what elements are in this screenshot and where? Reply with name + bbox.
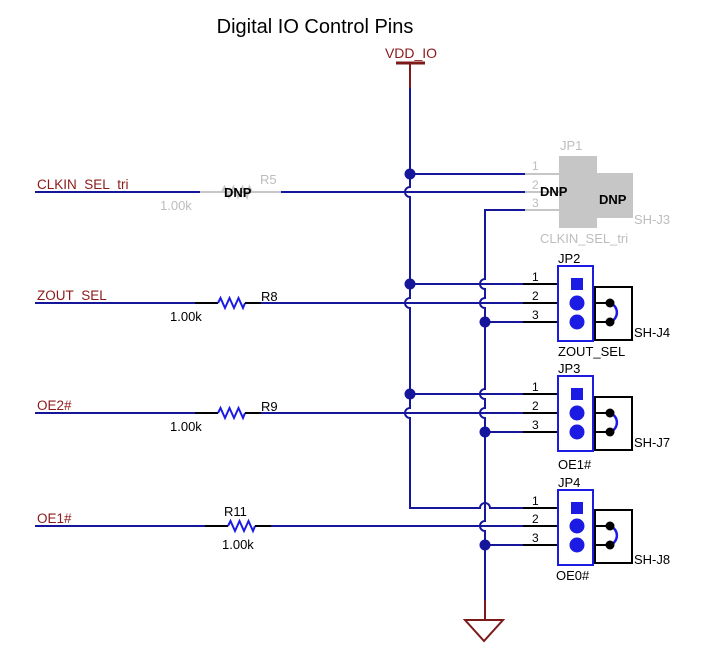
pin-number: 1 (532, 380, 539, 394)
jumper-jp2: 1 2 3 JP2 SH-J4 ZOUT_SEL (523, 251, 670, 359)
jumper-jp4: 1 2 3 JP4 SH-J8 OE0# (523, 475, 670, 583)
resistor-value: 1.00k (170, 309, 202, 324)
pin-number: 2 (532, 178, 539, 192)
row-oe1: OE1# 1.00k R11 1 2 3 (35, 475, 670, 583)
shunt-dot (605, 298, 615, 308)
shunt-ref: SH-J8 (634, 552, 670, 567)
shunt-dot (605, 317, 615, 327)
junction-dot (404, 388, 416, 400)
resistor-r5-dnp: 1.00k R5 DNP (160, 172, 281, 213)
pin1-square-pad (571, 278, 583, 290)
jumper-jp3: 1 2 3 JP3 SH-J7 OE1# (523, 361, 670, 472)
resistor-ref: R9 (261, 399, 278, 414)
resistor-ref: R11 (224, 504, 247, 519)
shunt-body (594, 396, 633, 451)
pin1-square-pad (571, 388, 583, 400)
jumper-ref: JP1 (560, 138, 582, 153)
dnp-label: DNP (540, 184, 568, 199)
net-label: ZOUT_SEL (37, 288, 107, 303)
jumper-body (557, 489, 594, 566)
resistor-value: 1.00k (222, 537, 254, 552)
resistor-r8: 1.00k R8 (170, 289, 278, 324)
pin-number: 1 (532, 494, 539, 508)
pin3-round-pad (569, 537, 585, 553)
resistor-value: 1.00k (160, 198, 192, 213)
pin-number: 3 (532, 196, 539, 210)
row-clkin-sel-tri: CLKIN_SEL_tri 1.00k R5 DNP 1 2 3 JP1 DNP… (35, 138, 670, 246)
resistor-value: 1.00k (170, 419, 202, 434)
shunt-body (597, 173, 633, 218)
junction-dot (404, 168, 416, 180)
power-net-label: VDD_IO (385, 45, 437, 61)
resistor-r9: 1.00k R9 (170, 399, 278, 434)
jumper-body (559, 156, 597, 228)
pin2-round-pad (569, 518, 585, 534)
resistor-symbol (217, 295, 246, 311)
junction-dot (479, 539, 491, 551)
shunt-body (594, 509, 633, 564)
junction-dot (404, 278, 416, 290)
pin3-round-pad (569, 314, 585, 330)
shunt-dot (605, 521, 615, 531)
resistor-ref: R5 (260, 172, 277, 187)
pin-number: 3 (532, 418, 539, 432)
resistor-ref: R8 (261, 289, 278, 304)
pin-number: 2 (532, 512, 539, 526)
jumper-ref: JP4 (558, 475, 580, 490)
pin-number: 2 (532, 289, 539, 303)
jumper-net-label: CLKIN_SEL_tri (540, 231, 628, 246)
vdd-bus-wire (404, 88, 523, 509)
resistor-r11: 1.00k R11 (205, 504, 271, 552)
dnp-label: DNP (599, 192, 627, 207)
jumper-body (557, 375, 594, 452)
pin-number: 1 (532, 159, 539, 173)
jumper-jp1-dnp: 1 2 3 JP1 DNP DNP SH-J3 CLKIN_SEL_tri (525, 138, 670, 246)
shunt-ref: SH-J7 (634, 435, 670, 450)
schematic-title: Digital IO Control Pins (217, 16, 414, 38)
ground-symbol (462, 600, 506, 643)
jumper-net-label: ZOUT_SEL (558, 344, 625, 359)
shunt-dot (605, 540, 615, 550)
junction-dot (479, 426, 491, 438)
jumper-net-label: OE0# (556, 568, 590, 583)
dnp-label: DNP (224, 185, 252, 200)
pin-number: 2 (532, 399, 539, 413)
shunt-ref: SH-J4 (634, 325, 670, 340)
pin1-square-pad (571, 502, 583, 514)
jumper-ref: JP3 (558, 361, 580, 376)
resistor-symbol (227, 518, 256, 534)
row-oe2: OE2# 1.00k R9 1 2 (35, 361, 670, 472)
pin3-round-pad (569, 424, 585, 440)
pin-number: 1 (532, 270, 539, 284)
pin-number: 3 (532, 531, 539, 545)
shunt-dot (605, 427, 615, 437)
row-zout-sel: ZOUT_SEL 1.00k R8 1 (35, 251, 670, 359)
junction-dot (479, 316, 491, 328)
resistor-symbol (221, 184, 253, 201)
shunt-body (594, 286, 633, 341)
vdd-power-symbol: VDD_IO (385, 45, 437, 88)
net-label: OE2# (37, 398, 72, 413)
resistor-symbol (217, 405, 246, 421)
shunt-dot (605, 408, 615, 418)
net-label: CLKIN_SEL_tri (37, 177, 129, 192)
pin2-round-pad (569, 295, 585, 311)
pin2-round-pad (569, 405, 585, 421)
ground-triangle (462, 619, 506, 643)
net-label: OE1# (37, 511, 72, 526)
jumper-ref: JP2 (558, 251, 580, 266)
pin-number: 3 (532, 308, 539, 322)
jumper-body (557, 265, 594, 342)
shunt-ref: SH-J3 (634, 212, 670, 227)
jumper-net-label: OE1# (558, 457, 592, 472)
